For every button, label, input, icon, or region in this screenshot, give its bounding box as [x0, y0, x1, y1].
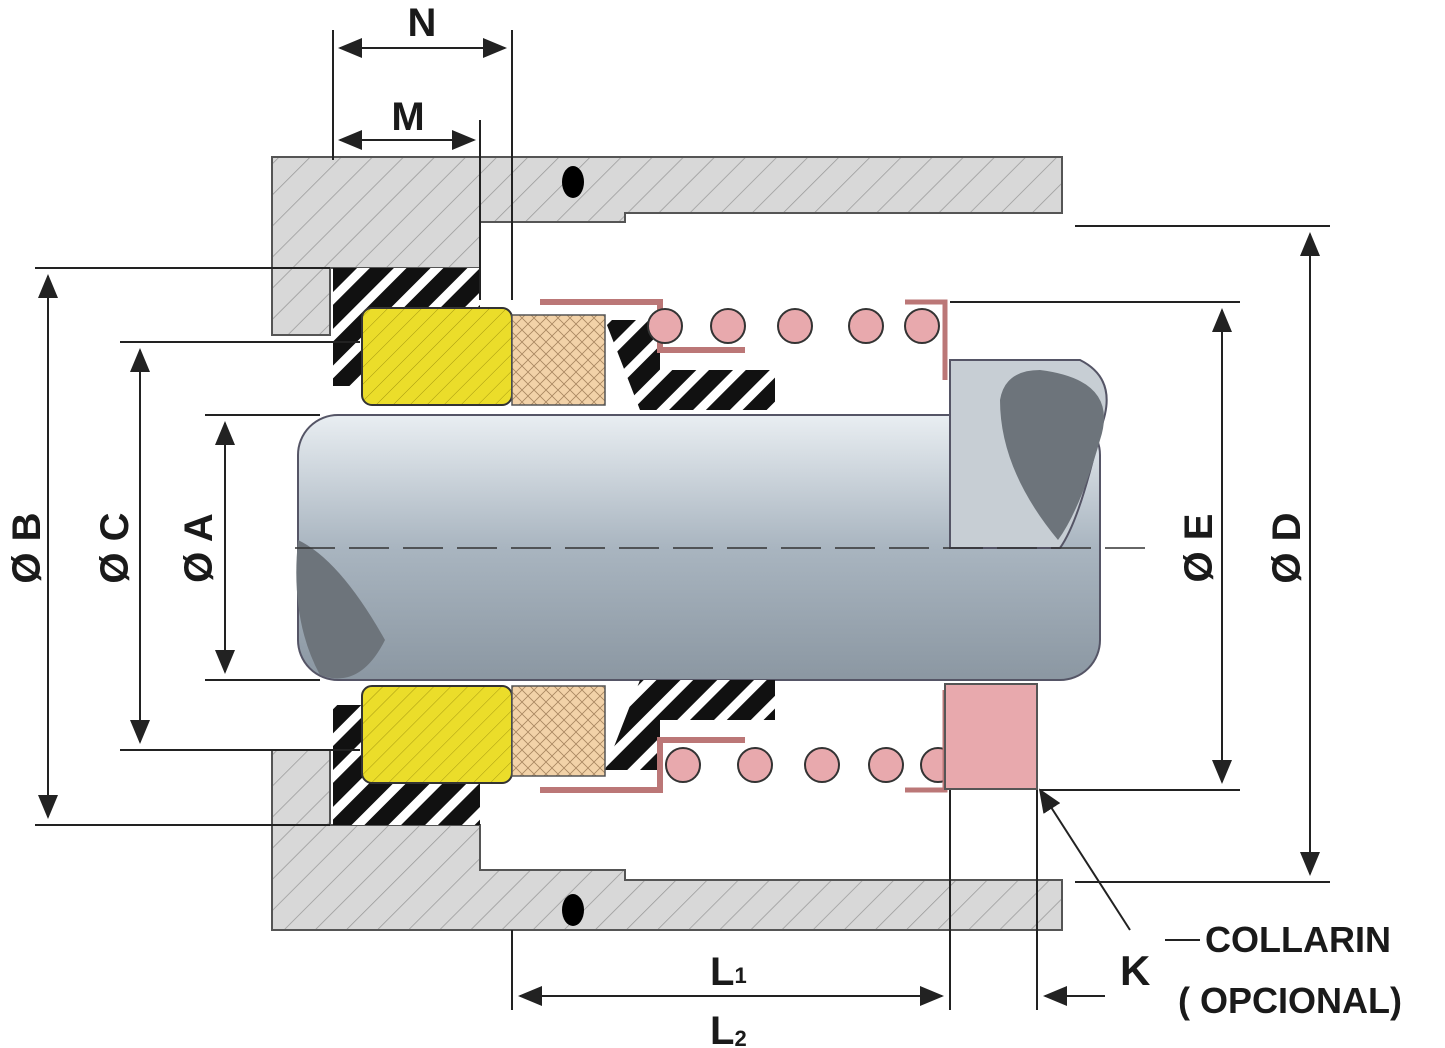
shaft: [295, 359, 1150, 681]
dimension-lines: [35, 30, 1330, 1010]
label-optional: ( OPCIONAL): [1178, 980, 1402, 1021]
label-dia-a: Ø A: [177, 513, 221, 583]
label-l1: L1: [710, 950, 747, 994]
o-ring-top: [562, 166, 584, 198]
o-ring-bottom: [562, 894, 584, 926]
label-m: M: [391, 95, 424, 139]
housing-bottom: [271, 749, 1063, 931]
label-k: K: [1120, 947, 1150, 994]
collar: [944, 683, 1038, 790]
label-dia-c: Ø C: [93, 512, 137, 583]
label-collar: COLLARIN: [1205, 919, 1391, 960]
label-n: N: [408, 1, 437, 45]
label-dia-d: Ø D: [1265, 512, 1309, 583]
label-l2: L2: [710, 1009, 747, 1048]
label-dia-b: Ø B: [5, 512, 49, 583]
label-dia-e: Ø E: [1177, 514, 1221, 583]
